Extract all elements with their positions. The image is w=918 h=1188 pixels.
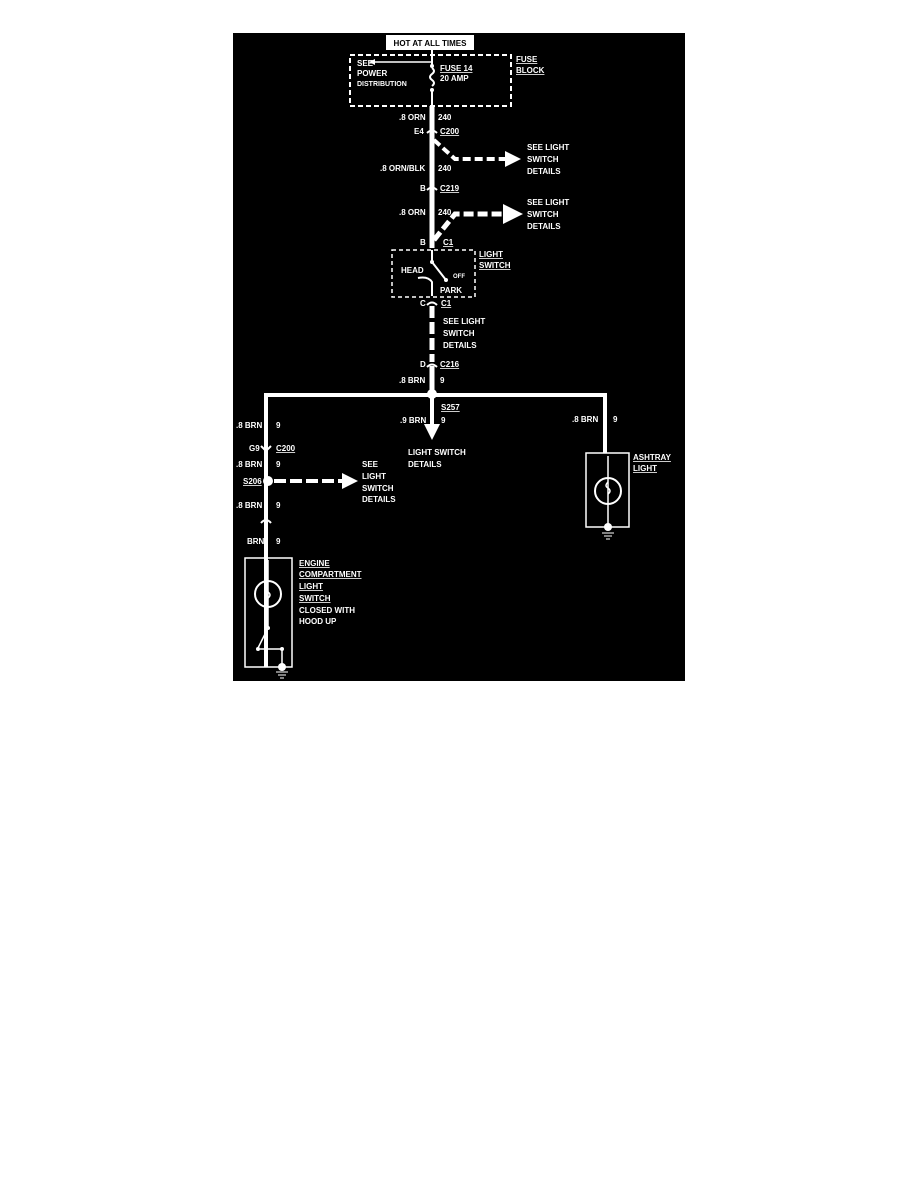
connector-name: C1 — [443, 238, 454, 247]
wire-gauge: .9 BRN — [400, 416, 426, 425]
ground-icon — [276, 671, 288, 679]
engine-note: CLOSED WITH — [299, 606, 355, 615]
connector-c200-icon — [260, 445, 272, 453]
wire-circuit: 9 — [276, 421, 281, 430]
wire-circuit: 9 — [441, 416, 446, 425]
fuse-rating: 20 AMP — [440, 74, 469, 83]
connector-pin: C — [420, 299, 426, 308]
wire-circuit: 240 — [438, 113, 452, 122]
connector-name: C200 — [276, 444, 296, 453]
light-switch-outline — [391, 249, 476, 298]
see-power-label-2: POWER — [357, 69, 387, 78]
ref-text: SWITCH — [527, 210, 559, 219]
ref-text: DETAILS — [527, 222, 561, 231]
ground-icon — [602, 532, 614, 540]
ref-text: LIGHT — [362, 472, 386, 481]
wire-circuit: 9 — [276, 537, 281, 546]
branch-dashed-2 — [432, 204, 523, 242]
bulb-icon — [594, 477, 622, 505]
see-power-label-3: DISTRIBUTION — [357, 81, 407, 88]
branch-dashed-1 — [432, 138, 521, 167]
ref-text: SEE LIGHT — [443, 317, 485, 326]
fuse-block-title-2: BLOCK — [516, 66, 545, 75]
wire-circuit: 9 — [440, 376, 445, 385]
diagram-background — [233, 33, 685, 681]
wire-gauge: .8 ORN — [399, 113, 426, 122]
wire-gauge: .8 BRN — [399, 376, 425, 385]
connector-c1-icon — [426, 301, 438, 306]
wire-circuit: 240 — [438, 164, 452, 173]
ref-text: SWITCH — [362, 484, 394, 493]
light-switch-title: LIGHT — [479, 250, 503, 259]
ref-text: SEE — [362, 460, 379, 469]
connector-name: C200 — [440, 127, 460, 136]
connector-c200-icon — [426, 129, 438, 134]
connector-pin: B — [420, 184, 426, 193]
wire-gauge: .8 BRN — [236, 501, 262, 510]
ref-text: DETAILS — [527, 167, 561, 176]
ref-text: SEE LIGHT — [527, 198, 569, 207]
wire-circuit: 9 — [276, 460, 281, 469]
wire-circuit: 9 — [613, 415, 618, 424]
hot-at-all-times-label: HOT AT ALL TIMES — [394, 39, 468, 48]
ref-text: SWITCH — [443, 329, 475, 338]
park-label: PARK — [440, 286, 462, 295]
bulb-icon — [254, 580, 282, 608]
connector-pin: E4 — [414, 127, 424, 136]
ref-text: SWITCH — [527, 155, 559, 164]
fuse-block-title: FUSE — [516, 55, 538, 64]
fuse-icon — [429, 50, 435, 106]
head-label: HEAD — [401, 266, 424, 275]
engine-light-box — [244, 557, 293, 668]
wire-gauge: .8 ORN/BLK — [380, 164, 426, 173]
wire-gauge: BRN — [247, 537, 265, 546]
splice-label: S206 — [243, 477, 262, 486]
ashtray-title-2: LIGHT — [633, 464, 657, 473]
wire-circuit: 240 — [438, 208, 452, 217]
connector-c219-icon — [426, 186, 438, 191]
wire-gauge: .8 ORN — [399, 208, 426, 217]
ref-text: DETAILS — [443, 341, 477, 350]
light-switch-title-2: SWITCH — [479, 261, 511, 270]
splice-s206 — [263, 476, 273, 486]
ashtray-title: ASHTRAY — [633, 453, 672, 462]
fuse-name: FUSE 14 — [440, 64, 473, 73]
engine-title: ENGINE — [299, 559, 330, 568]
splice-label: S257 — [441, 403, 460, 412]
connector-icon — [260, 519, 272, 524]
ref-text: DETAILS — [408, 460, 442, 469]
engine-note-2: HOOD UP — [299, 617, 337, 626]
connector-c216-icon — [426, 363, 438, 368]
engine-title-4: SWITCH — [299, 594, 331, 603]
ref-text: LIGHT SWITCH — [408, 448, 466, 457]
see-power-label: SEE — [357, 59, 374, 68]
connector-pin: B — [420, 238, 426, 247]
off-label: OFF — [453, 274, 465, 280]
ref-text: DETAILS — [362, 495, 396, 504]
wire-circuit: 9 — [276, 501, 281, 510]
connector-name: C1 — [441, 299, 452, 308]
connector-pin: D — [420, 360, 426, 369]
wire-gauge: .8 BRN — [236, 421, 262, 430]
engine-title-3: LIGHT — [299, 582, 323, 591]
connector-name: C216 — [440, 360, 460, 369]
connector-pin: G9 — [249, 444, 260, 453]
splice-s257 — [427, 389, 437, 399]
engine-title-2: COMPARTMENT — [299, 570, 362, 579]
wire-gauge: .8 BRN — [572, 415, 598, 424]
hot-at-all-times-box — [386, 35, 474, 50]
wire-gauge: .8 BRN — [236, 460, 262, 469]
ref-text: SEE LIGHT — [527, 143, 569, 152]
connector-name: C219 — [440, 184, 460, 193]
